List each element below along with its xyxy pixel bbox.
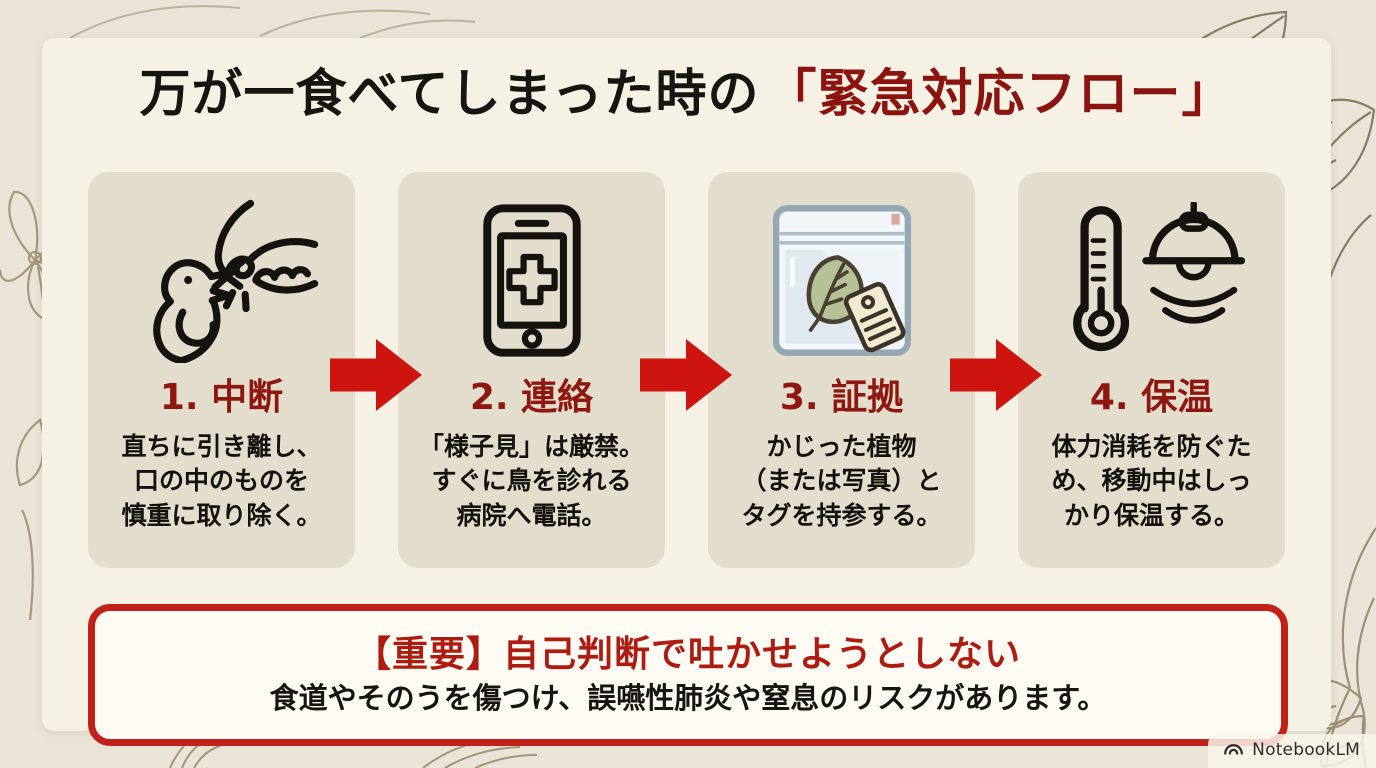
step-label-2: 2. 連絡 [469, 377, 594, 418]
step-card-contact: 2. 連絡 「様子見」は厳禁。 すぐに鳥を診れる 病院へ電話。 [398, 172, 665, 568]
step-description-1: 直ちに引き離し、 口の中のものを 慎重に取り除く。 [121, 431, 322, 530]
phone-medical-cross-icon [481, 194, 583, 366]
thermometer-heat-lamp-icon [1058, 194, 1246, 366]
step-card-evidence: 3. 証拠 かじった植物 （または写真）と タグを持参する。 [708, 172, 975, 568]
evidence-ziplock-bag-icon [767, 194, 917, 366]
botanical-sprig-top-left-icon [60, 0, 480, 40]
page-title-red: 「緊急対応フロー」 [765, 65, 1234, 124]
step-label-3: 3. 証拠 [779, 377, 904, 418]
bird-feeding-icon [124, 194, 320, 366]
warning-box: 【重要】自己判断で吐かせようとしない 食道やそのうを傷つけ、誤嚥性肺炎や窒息のリ… [88, 604, 1288, 746]
step-label-4: 4. 保温 [1089, 377, 1214, 418]
step-description-2: 「様子見」は厳禁。 すぐに鳥を診れる 病院へ電話。 [418, 431, 644, 530]
step-description-3: かじった植物 （または写真）と タグを持参する。 [741, 431, 942, 530]
notebooklm-logo-icon [1222, 739, 1245, 761]
warning-body: 食道やそのうを傷つけ、誤嚥性肺炎や窒息のリスクがあります。 [269, 681, 1107, 716]
step-card-interrupt: 1. 中断 直ちに引き離し、 口の中のものを 慎重に取り除く。 [88, 172, 355, 568]
page-title-black: 万が一食べてしまった時の [139, 65, 760, 124]
step-label-1: 1. 中断 [159, 377, 284, 418]
notebooklm-brand-text: NotebookLM [1252, 740, 1360, 760]
step-description-4: 体力消耗を防ぐた め、移動中はしっ かり保温する。 [1051, 431, 1252, 530]
page-title: 万が一食べてしまった時の「緊急対応フロー」 [42, 64, 1331, 125]
step-card-warmth: 4. 保温 体力消耗を防ぐた め、移動中はしっ かり保温する。 [1018, 172, 1285, 568]
warning-heading: 【重要】自己判断で吐かせようとしない [354, 633, 1021, 675]
main-card: 万が一食べてしまった時の「緊急対応フロー」 [42, 38, 1331, 746]
notebooklm-badge: NotebookLM [1208, 734, 1376, 768]
